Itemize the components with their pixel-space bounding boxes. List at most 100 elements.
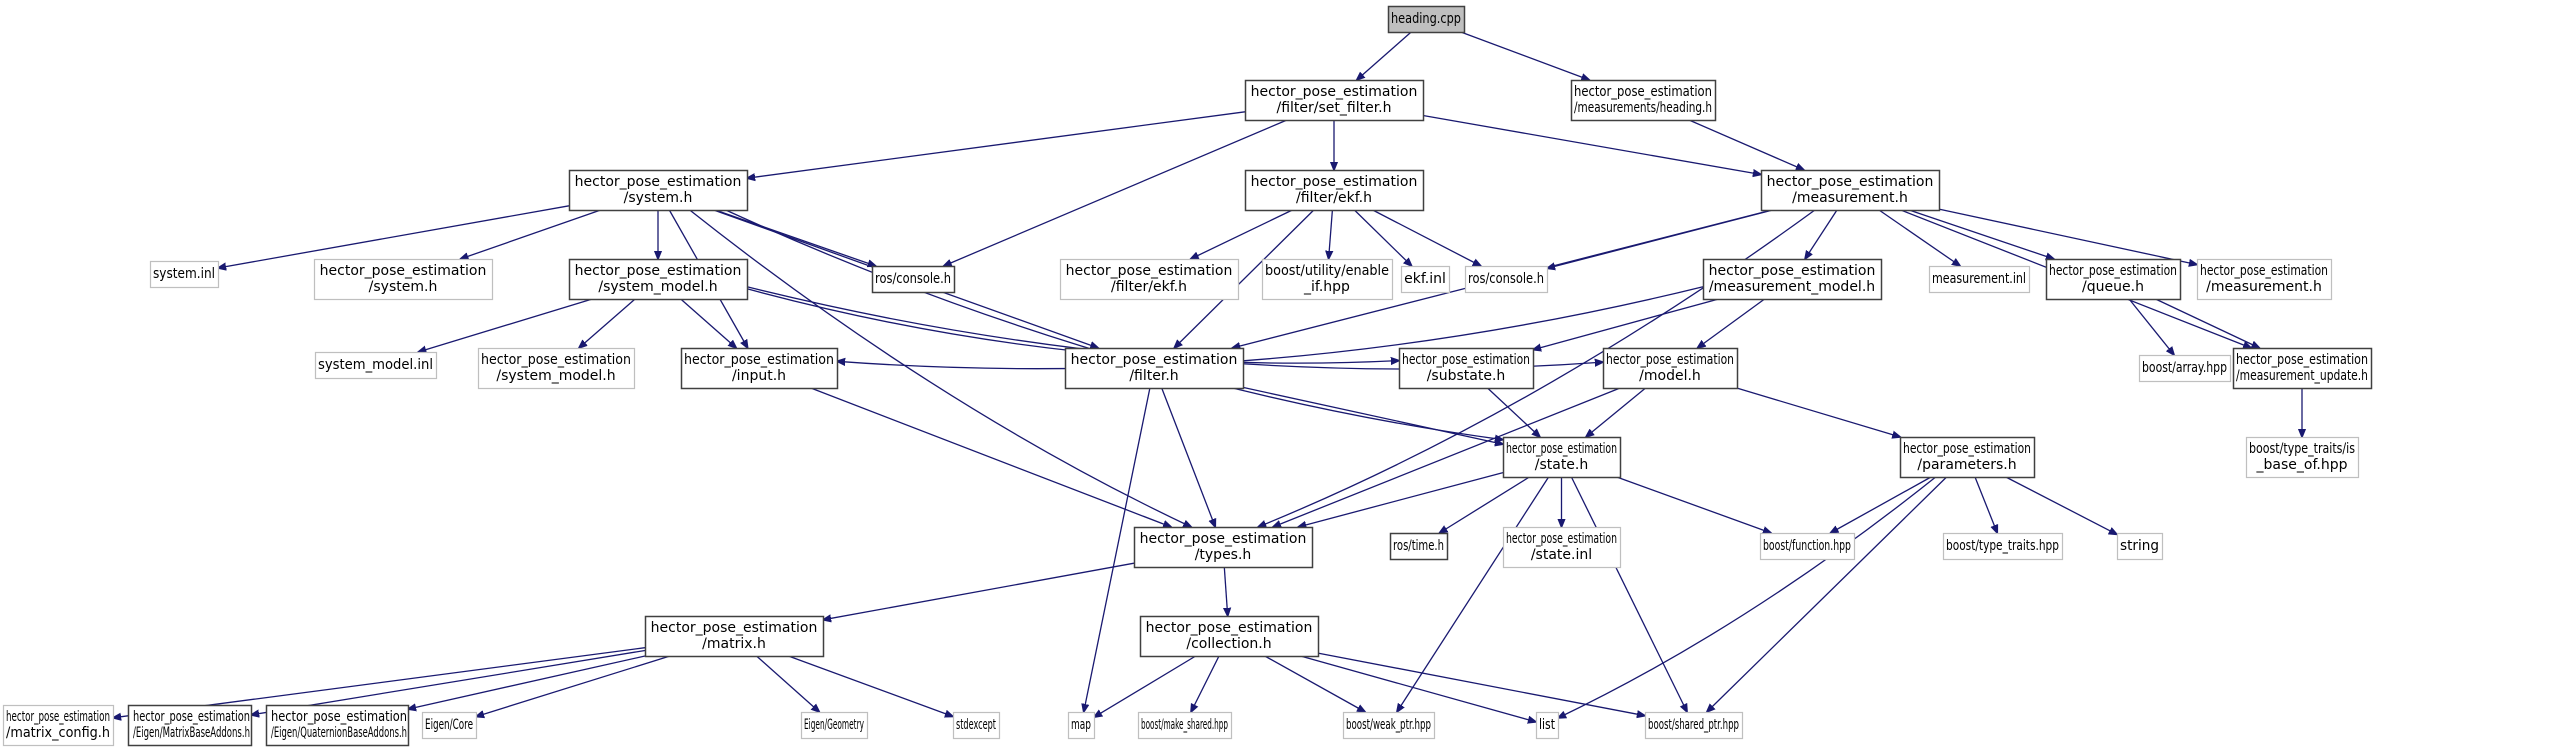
node-eigen-core: Eigen/Core xyxy=(421,711,478,740)
node-matrix-h[interactable]: hector_pose_estimation/matrix.h xyxy=(644,615,825,658)
node-label: hector_pose_estimation xyxy=(1606,352,1734,368)
node-box xyxy=(1261,258,1394,301)
node-box xyxy=(1942,532,2064,561)
node-box xyxy=(568,258,749,301)
node-quat-base-addons[interactable]: hector_pose_estimation/Eigen/QuaternionB… xyxy=(265,704,410,747)
node-system-model-h-ext: hector_pose_estimation/system_model.h xyxy=(477,347,636,390)
edge-system_model_h-to-input_h xyxy=(680,298,737,348)
node-label: /Eigen/QuaternionBaseAddons.h xyxy=(271,725,407,741)
node-types-h[interactable]: hector_pose_estimation/types.h xyxy=(1133,526,1314,569)
node-box xyxy=(1535,711,1560,740)
node-box xyxy=(1644,711,1744,740)
node-measurement-h[interactable]: hector_pose_estimation/measurement.h xyxy=(1760,169,1941,212)
node-meas-heading-h[interactable]: hector_pose_estimation/measurements/head… xyxy=(1570,79,1717,122)
edge-ekf_h-to-ekf_inl xyxy=(1353,209,1411,266)
node-matrix-base-addons[interactable]: hector_pose_estimation/Eigen/MatrixBaseA… xyxy=(127,704,253,747)
edge-matrix_h-to-stdexcept xyxy=(788,655,953,717)
edge-input_h-to-types_h xyxy=(810,387,1171,527)
node-shared-ptr: boost/shared_ptr.hpp xyxy=(1644,711,1744,740)
node-label: /matrix.h xyxy=(702,636,766,652)
node-box xyxy=(1067,711,1096,740)
node-label: hector_pose_estimation xyxy=(1903,441,2031,457)
node-list: list xyxy=(1535,711,1560,740)
node-label: hector_pose_estimation xyxy=(1251,174,1418,190)
node-box xyxy=(1464,265,1549,294)
edge-filter_h-to-types_h xyxy=(1161,387,1216,527)
edge-collection_h-to-shared_ptr xyxy=(1317,652,1645,716)
edge-measurement_model_h-to-input_h xyxy=(837,286,1704,370)
node-label: hector_pose_estimation xyxy=(1146,620,1313,636)
node-box xyxy=(1064,347,1245,390)
node-heading-cpp[interactable]: heading.cpp xyxy=(1387,5,1466,34)
node-ros-console-a[interactable]: ros/console.h xyxy=(871,265,956,294)
node-input-h[interactable]: hector_pose_estimation/input.h xyxy=(680,347,839,390)
edge-queue_h-to-measurement_update_h xyxy=(2155,298,2260,348)
node-measurement-model-h[interactable]: hector_pose_estimation/measurement_model… xyxy=(1702,258,1883,301)
node-queue-h[interactable]: hector_pose_estimation/queue.h xyxy=(2045,258,2182,301)
node-substate-h[interactable]: hector_pose_estimation/substate.h xyxy=(1398,347,1535,390)
node-label: boost/utility/enable xyxy=(1265,263,1389,279)
node-box xyxy=(2245,436,2360,479)
node-label: /filter/ekf.h xyxy=(1111,279,1187,295)
edge-system_model_h-to-system_model_inl xyxy=(418,298,593,352)
node-label: hector_pose_estimation xyxy=(2049,263,2177,279)
node-label: /Eigen/MatrixBaseAddons.h xyxy=(133,725,250,741)
node-label: hector_pose_estimation xyxy=(271,709,407,725)
node-label: hector_pose_estimation xyxy=(1574,84,1712,100)
node-system-h[interactable]: hector_pose_estimation/system.h xyxy=(568,169,749,212)
node-label: hector_pose_estimation xyxy=(1066,263,1233,279)
edge-system_h-to-ros_console_a xyxy=(715,209,876,266)
edge-measurement_model_h-to-model_h xyxy=(1697,298,1765,348)
node-system-model-h[interactable]: hector_pose_estimation/system_model.h xyxy=(568,258,749,301)
node-label: boost/type_traits/is xyxy=(2249,441,2355,457)
node-collection-h[interactable]: hector_pose_estimation/collection.h xyxy=(1139,615,1320,658)
node-label: hector_pose_estimation xyxy=(1071,352,1238,368)
node-parameters-h[interactable]: hector_pose_estimation/parameters.h xyxy=(1899,436,2036,479)
node-box xyxy=(644,615,825,658)
node-system-model-inl: system_model.inl xyxy=(314,351,438,380)
node-ros-time[interactable]: ros/time.h xyxy=(1389,532,1449,561)
node-box xyxy=(1400,265,1451,294)
edge-system_model_h-to-system_model_h_ext xyxy=(579,298,636,348)
edge-types_h-to-matrix_h xyxy=(823,562,1135,620)
node-label: /measurement_update.h xyxy=(2236,368,2368,384)
edge-types_h-to-collection_h xyxy=(1224,566,1227,616)
edge-ekf_h-to-filter_h xyxy=(1174,209,1315,348)
edge-parameters_h-to-list xyxy=(1558,476,1937,718)
edge-system_h-to-system_h_ext xyxy=(460,209,601,259)
node-state-h[interactable]: hector_pose_estimation/state.h xyxy=(1502,436,1622,479)
node-measurement-update-h[interactable]: hector_pose_estimation/measurement_updat… xyxy=(2232,347,2373,390)
node-label: /filter.h xyxy=(1129,368,1178,384)
edge-matrix_h-to-eigen_core xyxy=(476,655,671,717)
node-box xyxy=(477,347,636,390)
edge-heading_cpp-to-set_filter_h xyxy=(1357,31,1412,80)
node-map: map xyxy=(1067,711,1096,740)
node-box xyxy=(149,260,220,289)
node-label: measurement.inl xyxy=(1932,271,2026,287)
node-box xyxy=(127,704,253,747)
node-label: /types.h xyxy=(1195,547,1252,563)
node-label: Eigen/Core xyxy=(425,717,473,733)
node-label: system.inl xyxy=(153,266,215,282)
node-label: /state.h xyxy=(1535,457,1589,473)
node-label: /system_model.h xyxy=(496,368,615,384)
node-label: ros/time.h xyxy=(1393,538,1444,554)
node-box xyxy=(1928,265,2031,294)
node-ros-console-b: ros/console.h xyxy=(1464,265,1549,294)
node-ekf-h[interactable]: hector_pose_estimation/filter/ekf.h xyxy=(1244,169,1425,212)
node-matrix-config: hector_pose_estimation/matrix_config.h xyxy=(2,704,115,747)
node-filter-h[interactable]: hector_pose_estimation/filter.h xyxy=(1064,347,1245,390)
node-set-filter-h[interactable]: hector_pose_estimation/filter/set_filter… xyxy=(1244,79,1425,122)
node-box xyxy=(2045,258,2182,301)
node-box xyxy=(871,265,956,294)
node-label: boost/function.hpp xyxy=(1763,538,1851,554)
edge-state_h-to-shared_ptr xyxy=(1570,476,1687,712)
edge-ekf_h-to-filter_ekf_ext xyxy=(1191,209,1293,259)
node-label: list xyxy=(1539,717,1555,733)
node-box xyxy=(1139,615,1320,658)
node-label: ros/console.h xyxy=(1468,271,1544,287)
node-label: ros/console.h xyxy=(875,271,951,287)
edge-filter_h-to-state_h xyxy=(1242,386,1503,444)
node-model-h[interactable]: hector_pose_estimation/model.h xyxy=(1602,347,1739,390)
node-boost-function: boost/function.hpp xyxy=(1759,532,1856,561)
